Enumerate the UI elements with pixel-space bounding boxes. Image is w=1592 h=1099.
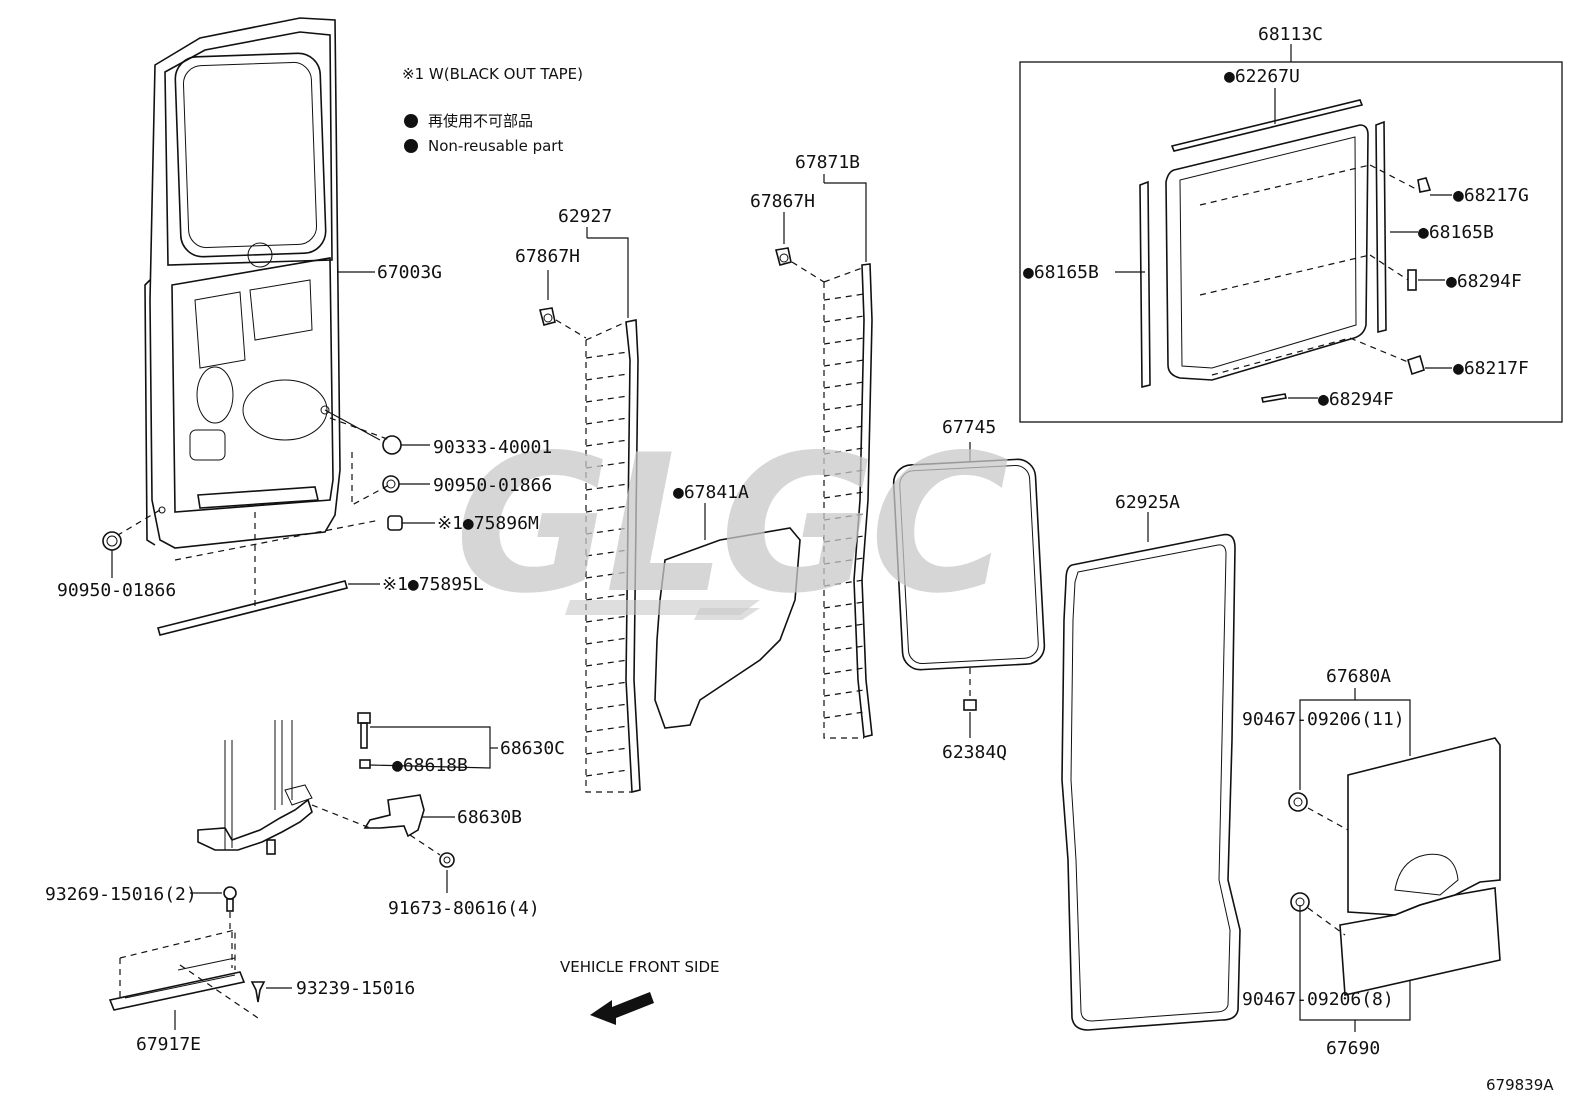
label-62925A: 62925A (1115, 492, 1180, 513)
back-door-panel (144, 17, 341, 549)
label-68630C: 68630C (500, 738, 565, 759)
hinge-area (197, 720, 313, 855)
note-non-reusable-jp: 再使用不可部品 (428, 112, 533, 130)
label-67917E: 67917E (136, 1034, 201, 1055)
watermark-text: GLGC (455, 414, 1008, 635)
label-67867H-a: 67867H (515, 246, 580, 267)
label-62384Q: 62384Q (942, 742, 1007, 763)
label-90950-01866-left: 90950-01866 (57, 580, 176, 601)
label-90467-09206-8: 90467-09206(8) (1242, 989, 1394, 1010)
label-67867H-b: 67867H (750, 191, 815, 212)
label-75895L: ※1●75895L (382, 574, 484, 595)
label-75896M: ※1●75896M (437, 513, 539, 534)
hinge-leader-lines (311, 726, 498, 893)
screw-93239 (250, 981, 292, 1003)
label-68113C: 68113C (1258, 24, 1323, 45)
label-67680A: 67680A (1326, 666, 1391, 687)
legend-notes: ※1 W(BLACK OUT TAPE) 再使用不可部品 Non-reusabl… (402, 65, 583, 155)
seal-67841A (654, 503, 801, 729)
weatherstrip-62927 (585, 227, 641, 794)
label-68294F-bottom: ●68294F (1318, 389, 1394, 410)
clip-62384Q (963, 699, 977, 738)
label-93239-15016: 93239-15016 (296, 978, 415, 999)
vehicle-front-arrow (590, 992, 654, 1025)
clip-75896M (387, 515, 403, 531)
non-reusable-dot-icon (404, 114, 418, 128)
label-90333-40001: 90333-40001 (433, 437, 552, 458)
label-91673-80616: 91673-80616(4) (388, 898, 540, 919)
clips-90467 (1288, 792, 1349, 936)
label-67003G: 67003G (377, 262, 442, 283)
label-93269-15016: 93269-15016(2) (45, 884, 197, 905)
label-vehicle-front-side: VEHICLE FRONT SIDE (560, 958, 720, 976)
trim-panel-67680A (1299, 688, 1501, 916)
label-90467-09206-11: 90467-09206(11) (1242, 709, 1405, 730)
label-90950-01866-right: 90950-01866 (433, 475, 552, 496)
label-67745: 67745 (942, 417, 996, 438)
weatherstrip-62925A (1061, 512, 1241, 1031)
trim-panel-67690 (1299, 887, 1501, 1032)
glass-assembly-68113C (1019, 44, 1563, 423)
clip-67867H-a (539, 270, 587, 339)
label-62267U: ●62267U (1224, 66, 1300, 87)
watermark-logo: GLGC (455, 414, 1014, 635)
label-62927: 62927 (558, 206, 612, 227)
screw-68618B (359, 759, 371, 769)
label-68294F-right: ●68294F (1446, 271, 1522, 292)
diagram-id: 679839A (1486, 1076, 1554, 1094)
weatherstrip-67745 (892, 442, 1046, 700)
striker-68630B (363, 794, 425, 838)
bolt-93269 (190, 886, 237, 930)
nut-90950-right (382, 475, 400, 493)
bolt-91673 (439, 852, 455, 868)
label-68165B-left: ●68165B (1023, 262, 1099, 283)
bolt-68630C (357, 712, 371, 749)
step-67917E (108, 929, 259, 1030)
tape-75895L (157, 580, 348, 636)
label-68217G: ●68217G (1453, 185, 1529, 206)
label-67871B: 67871B (795, 152, 860, 173)
label-68618B: ●68618B (392, 755, 468, 776)
weatherstrip-67871B (823, 174, 873, 739)
label-67841A: ●67841A (673, 482, 749, 503)
door-leader-lines (111, 271, 435, 610)
label-68630B: 68630B (457, 807, 522, 828)
part-labels: 67003G 90333-40001 90950-01866 ※1●75896M… (45, 24, 1554, 1094)
note-black-out-tape: ※1 W(BLACK OUT TAPE) (402, 65, 583, 83)
non-reusable-dot-icon (404, 139, 418, 153)
note-non-reusable-en: Non-reusable part (428, 137, 563, 155)
label-68165B-right: ●68165B (1418, 222, 1494, 243)
clip-67867H-b (775, 212, 825, 283)
label-68217F: ●68217F (1453, 358, 1529, 379)
label-67690: 67690 (1326, 1038, 1380, 1059)
